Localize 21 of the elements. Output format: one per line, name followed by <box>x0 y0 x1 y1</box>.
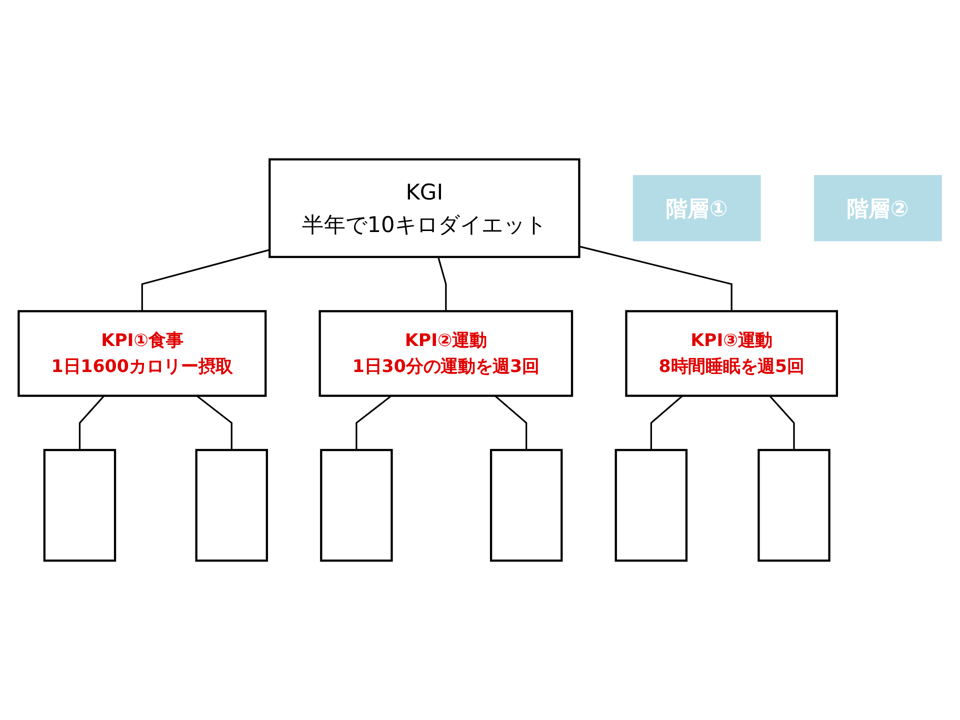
connector <box>196 395 232 450</box>
connector <box>769 395 795 450</box>
connector <box>141 249 270 312</box>
node-box <box>614 448 688 562</box>
node-box: KPI②運動 1日30分の運動を週3回 <box>318 310 574 397</box>
node-box <box>758 448 830 562</box>
node-box: KPI③運動 8時間睡眠を週5回 <box>625 310 838 397</box>
node-box <box>195 448 268 562</box>
connector <box>494 395 528 450</box>
connector <box>437 256 447 312</box>
connector <box>650 395 684 450</box>
node-box <box>320 448 393 562</box>
node-box: 階層② <box>814 175 942 242</box>
connector <box>78 395 105 450</box>
node-box: KGI 半年で10キロダイエット <box>268 158 580 258</box>
node-box <box>43 448 116 562</box>
node-box: KPI①食事 1日1600カロリー摂取 <box>18 310 267 397</box>
node-box: 階層① <box>632 175 761 242</box>
connector <box>579 246 732 312</box>
node-box <box>490 448 563 562</box>
connector <box>356 395 392 450</box>
